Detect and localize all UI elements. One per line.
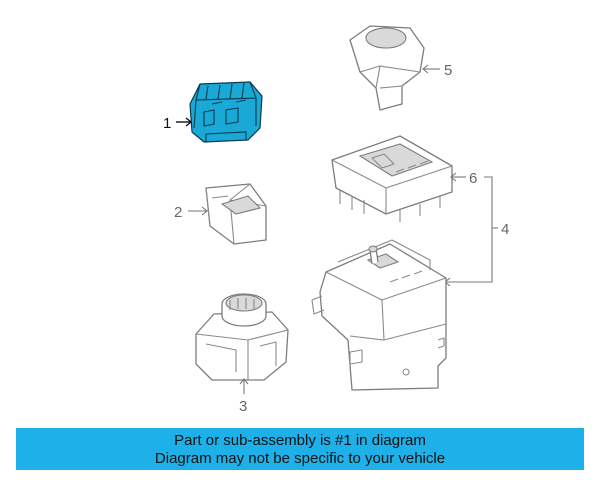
callout-3: 3 — [239, 378, 249, 415]
callout-5: 5 — [422, 62, 452, 79]
callout-2-label: 2 — [174, 204, 182, 221]
callout-6: 6 — [450, 170, 477, 187]
banner-line-2: Diagram may not be specific to your vehi… — [154, 450, 446, 467]
part-2-switch-cover[interactable] — [205, 183, 267, 245]
callout-1: 1 — [163, 115, 193, 132]
callout-4-bracket: 4 — [444, 176, 509, 287]
part-1-switch-highlighted[interactable] — [189, 81, 263, 143]
callout-5-label: 5 — [444, 62, 452, 79]
callout-6-label: 6 — [469, 170, 477, 187]
info-banner: Part or sub-assembly is #1 in diagram Di… — [16, 428, 584, 470]
parts-diagram: 1 2 3 5 — [163, 25, 509, 415]
banner-line-1: Part or sub-assembly is #1 in diagram — [174, 432, 426, 449]
part-3-rotary-controller[interactable] — [195, 293, 289, 381]
callout-3-label: 3 — [239, 398, 247, 415]
part-4-shifter-assembly[interactable] — [311, 239, 447, 391]
callout-1-label: 1 — [163, 115, 171, 132]
callout-4-label: 4 — [501, 221, 509, 238]
callout-2: 2 — [174, 204, 208, 221]
part-5-shift-knob[interactable] — [349, 25, 425, 111]
part-6-shifter-bezel[interactable] — [331, 135, 453, 222]
